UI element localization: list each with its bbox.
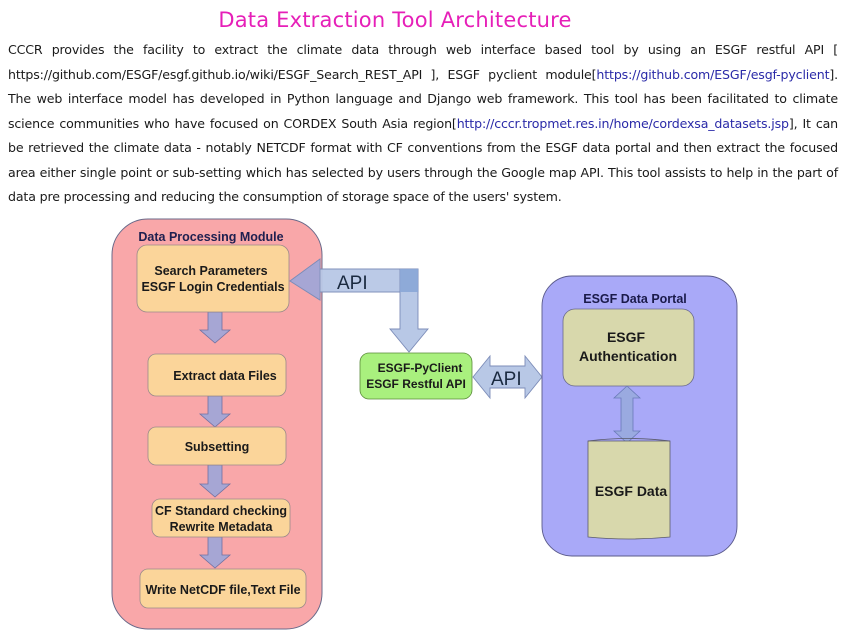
step-extract-data-files: [147, 353, 287, 397]
flow-arrow-icon: [198, 395, 232, 428]
step-label: CF Standard checking: [155, 504, 287, 518]
api-double-arrow-label: API: [491, 369, 522, 390]
api-arrow-label: API: [337, 273, 368, 294]
page-title: Data Extraction Tool Architecture: [218, 8, 572, 32]
flow-arrow-icon: [198, 536, 232, 569]
pyclient-box: [359, 352, 473, 400]
cordexsa-datasets-link[interactable]: http://cccr.tropmet.res.in/home/cordexsa…: [456, 115, 789, 131]
description-text: ], It can be retrieved the climate data …: [8, 115, 838, 205]
esgf-authentication-label: ESGF: [607, 329, 646, 345]
esgf-authentication-label: Authentication: [579, 348, 677, 364]
step-label: Search Parameters: [154, 264, 267, 278]
flow-arrow-icon: [198, 464, 232, 498]
step-label: Extract data Files: [173, 369, 277, 383]
step-label: Rewrite Metadata: [170, 520, 274, 534]
pyclient-label: ESGF-PyClient: [378, 361, 463, 375]
esgf-data-cylinder: [587, 438, 671, 540]
step-label: ESGF Login Credentials: [141, 280, 284, 294]
esgf-authentication-box: [562, 308, 695, 387]
esgf-pyclient-link[interactable]: https://github.com/ESGF/esgf-pyclient: [596, 66, 830, 82]
esgf-data-label: ESGF Data: [595, 483, 668, 499]
step-write-netcdf: [139, 568, 307, 609]
step-search-parameters: [136, 244, 290, 313]
step-cf-standard-checking: [151, 498, 291, 538]
pyclient-label: ESGF Restful API: [366, 377, 466, 391]
step-label: Write NetCDF file,Text File: [145, 583, 300, 597]
description-text: CCCR provides the facility to extract th…: [8, 42, 838, 82]
step-subsetting: [147, 426, 287, 466]
description-text: ]. The web interface model has developed…: [8, 66, 838, 131]
flow-arrow-icon: [198, 311, 232, 344]
step-label: Subsetting: [185, 440, 250, 454]
processing-module-label: Data Processing Module: [138, 230, 283, 244]
esgf-portal-label: ESGF Data Portal: [583, 292, 687, 306]
description-paragraph: CCCR provides the facility to extract th…: [8, 38, 838, 210]
